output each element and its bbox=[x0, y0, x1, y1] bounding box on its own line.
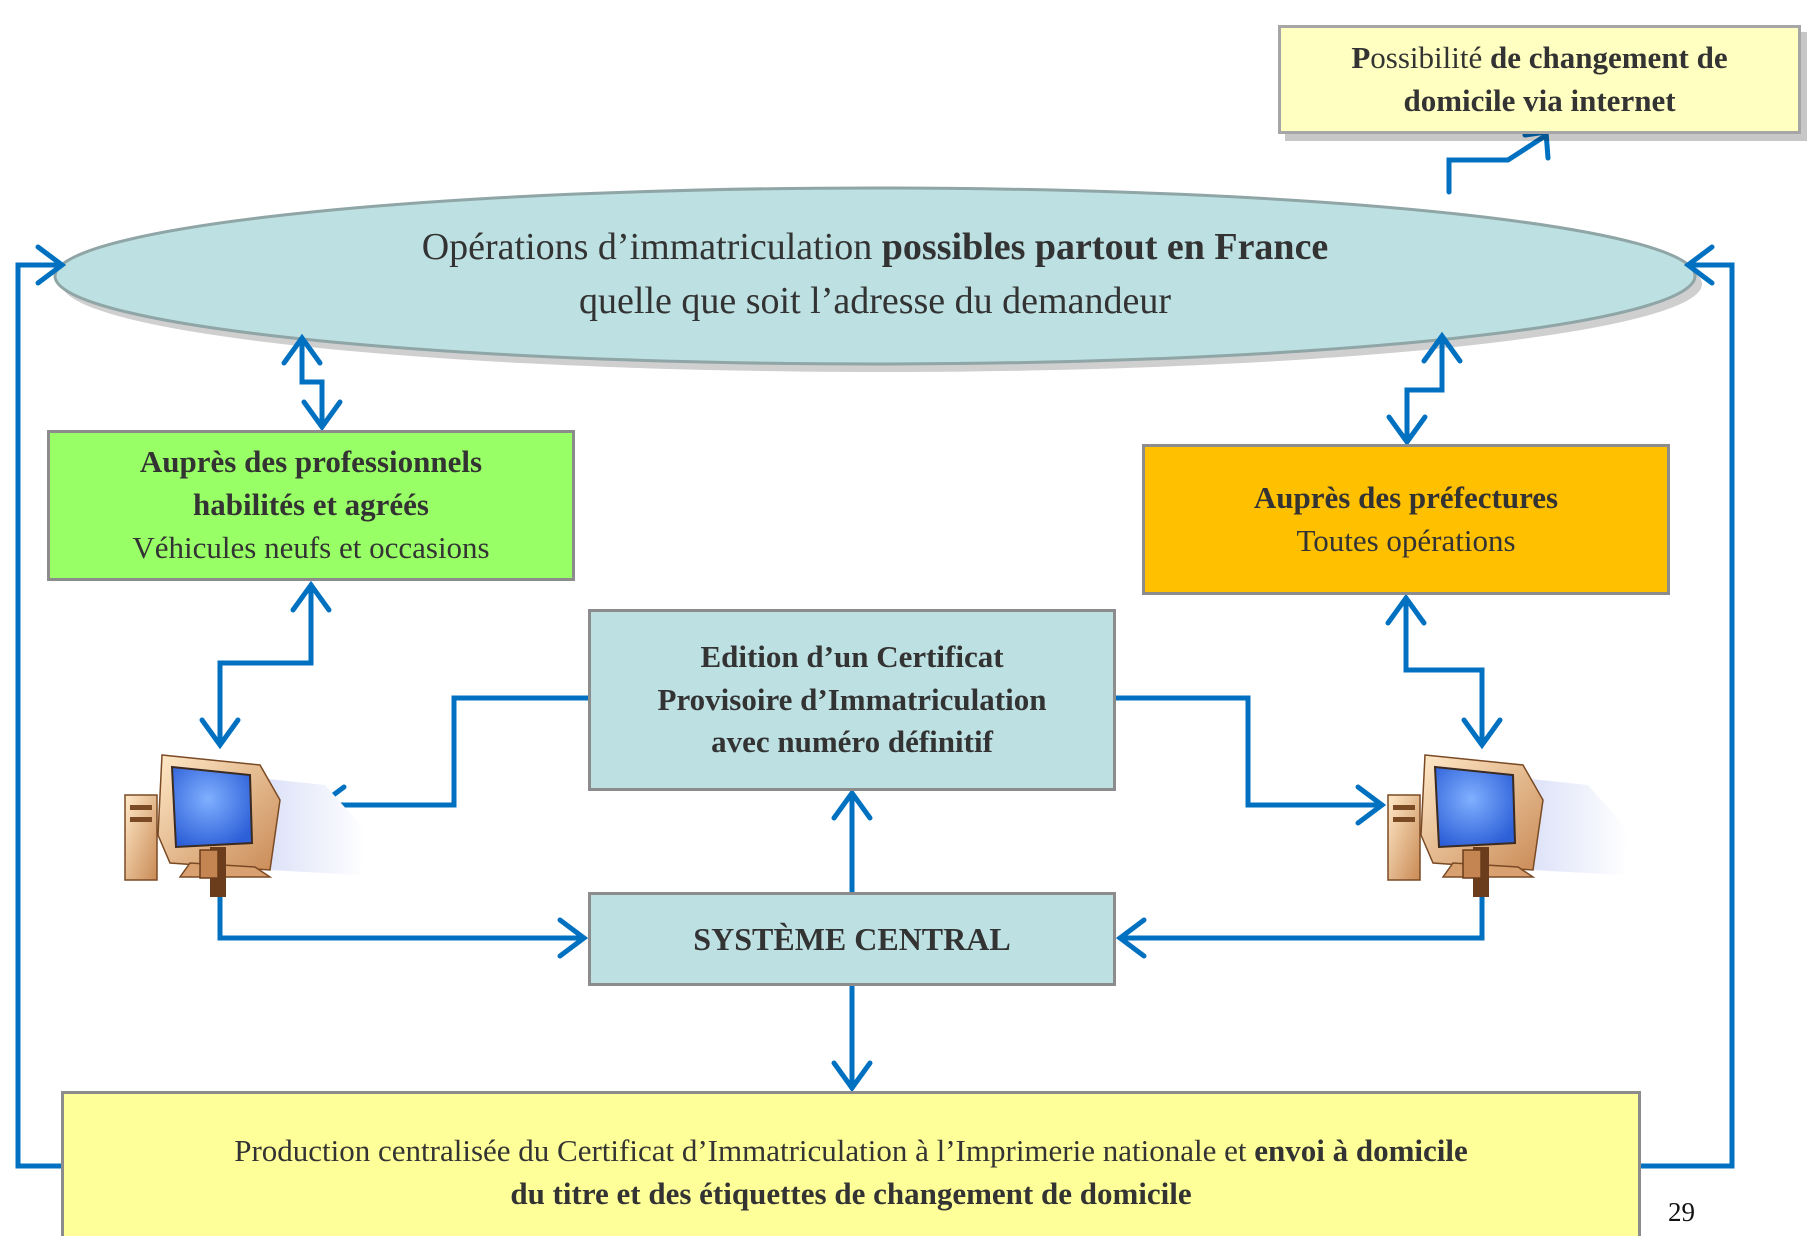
arrowhead-prefectures-up bbox=[1385, 593, 1427, 626]
arrowhead-right-loop bbox=[1683, 244, 1715, 286]
internet-line-2: domicile via internet bbox=[1403, 82, 1676, 118]
operations-ellipse-text: Opérations d’immatriculation possibles p… bbox=[60, 180, 1690, 370]
arrowhead-ellipse-up-left bbox=[281, 333, 323, 366]
ellipse-line-1-regular: Opérations d’immatriculation bbox=[421, 226, 882, 269]
central-system-label: SYSTÈME CENTRAL bbox=[693, 920, 1011, 957]
connector-prefectures-computer bbox=[1403, 595, 1485, 747]
connector-ellipse-prefectures bbox=[1404, 335, 1445, 443]
prefectures-line-2: Toutes opérations bbox=[1296, 522, 1516, 558]
prefectures-line-1: Auprès des préfectures bbox=[1253, 479, 1559, 515]
ellipse-line-1: Opérations d’immatriculation possibles p… bbox=[422, 221, 1329, 275]
certificate-line-2: Provisoire d’Immatriculation bbox=[657, 681, 1047, 717]
arrowhead-ellipse-up-right bbox=[1421, 331, 1463, 364]
professionals-box: Auprès des professionnels habilités et a… bbox=[47, 430, 575, 581]
arrowhead-central-left bbox=[557, 917, 589, 959]
connector-right-computer-central bbox=[1117, 865, 1485, 941]
internet-line-1-bold: de changement de bbox=[1489, 39, 1728, 75]
professionals-line-1: Auprès des professionnels bbox=[139, 444, 483, 480]
central-system-box: SYSTÈME CENTRAL bbox=[588, 892, 1116, 986]
internet-address-change-box: Possibilité de changement de domicile vi… bbox=[1278, 25, 1801, 134]
arrowhead-professionals-up bbox=[290, 580, 332, 613]
operations-ellipse bbox=[53, 186, 1697, 366]
production-line-1-bold: envoi à domicile bbox=[1254, 1133, 1468, 1168]
certificate-line-1: Edition d’un Certificat bbox=[700, 638, 1004, 674]
connector-ellipse-internet bbox=[1446, 133, 1548, 195]
arrowhead-professionals-down bbox=[301, 399, 343, 432]
arrowhead-left-loop bbox=[35, 244, 67, 286]
prefectures-box: Auprès des préfectures Toutes opérations bbox=[1142, 444, 1670, 595]
connector-professionals-computer bbox=[217, 582, 314, 747]
connector-ellipse-professionals bbox=[299, 337, 325, 428]
connector-certificate-right-computer bbox=[1113, 695, 1385, 808]
centralized-production-box: Production centralisée du Certificat d’I… bbox=[61, 1091, 1641, 1236]
ellipse-line-1-bold: possibles partout en France bbox=[881, 226, 1329, 269]
certificate-line-3: avec numéro définitif bbox=[711, 724, 993, 760]
arrowhead-right-computer bbox=[1355, 784, 1387, 826]
arrowhead-central-right bbox=[1115, 917, 1147, 959]
arrowhead-prefectures-down bbox=[1386, 414, 1428, 447]
computer-icon-right bbox=[1387, 754, 1628, 897]
ellipse-line-2: quelle que soit l’adresse du demandeur bbox=[579, 280, 1171, 322]
provisional-certificate-box: Edition d’un Certificat Provisoire d’Imm… bbox=[588, 609, 1116, 791]
arrowhead-right-computer-down bbox=[1461, 717, 1503, 750]
internet-line-1-regular: ossibilité bbox=[1370, 39, 1490, 75]
production-line-2: du titre et des étiquettes de changement… bbox=[510, 1175, 1192, 1211]
internet-line-1: Possibilité de changement de bbox=[1351, 37, 1727, 80]
connector-certificate-left-computer bbox=[317, 695, 591, 808]
connector-left-loop bbox=[15, 262, 64, 1169]
arrowhead-left-computer-down bbox=[199, 717, 241, 750]
internet-line-1-initial: P bbox=[1351, 39, 1371, 75]
production-line-1-regular: Production centralisée du Certificat d’I… bbox=[234, 1133, 1255, 1168]
computer-icon-left bbox=[124, 754, 365, 897]
professionals-line-2: habilités et agréés bbox=[193, 487, 429, 523]
connector-left-computer-central bbox=[217, 865, 587, 941]
professionals-line-3: Véhicules neufs et occasions bbox=[132, 529, 490, 565]
page-number: 29 bbox=[1668, 1197, 1695, 1227]
arrowhead-production-down bbox=[831, 1060, 873, 1093]
production-line-1: Production centralisée du Certificat d’I… bbox=[234, 1130, 1468, 1173]
arrowhead-certificate-up bbox=[831, 788, 873, 821]
connector-right-loop bbox=[1638, 262, 1735, 1169]
